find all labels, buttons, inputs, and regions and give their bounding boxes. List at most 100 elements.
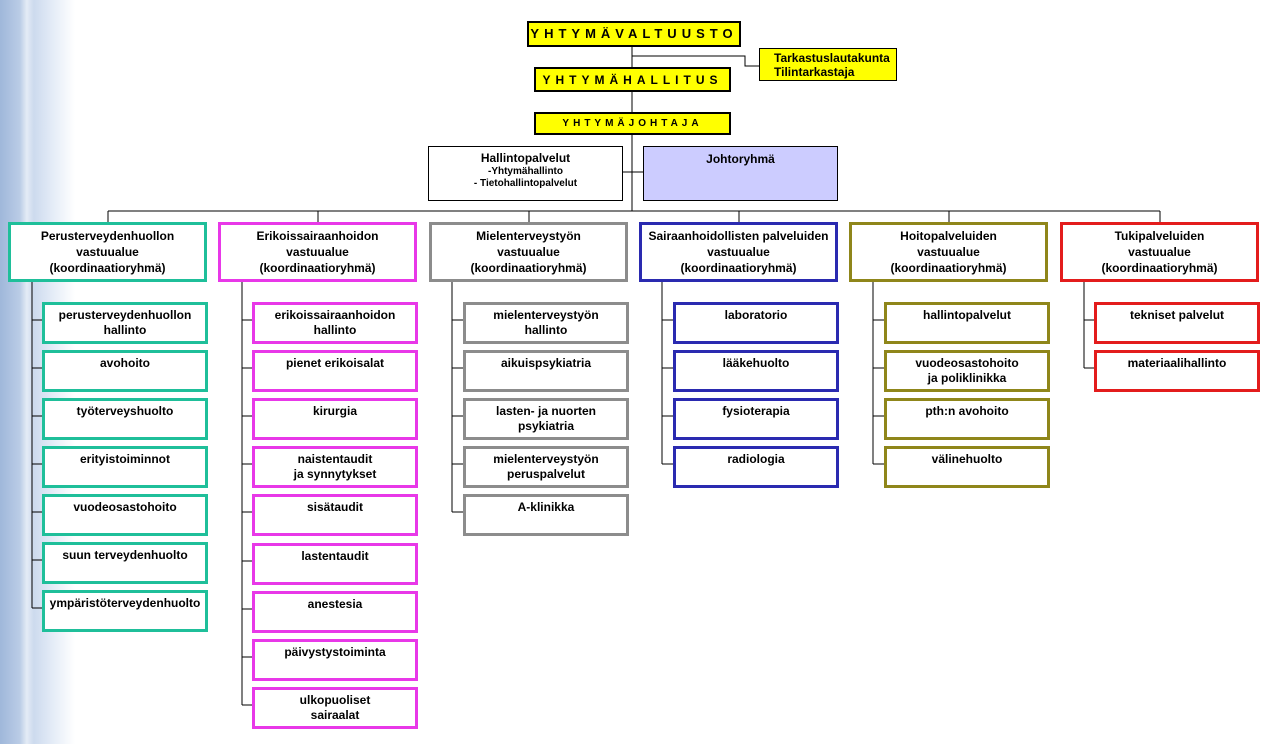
unit-label: aikuispsykiatria (500, 356, 592, 370)
unit-label: välinehuolto (931, 452, 1003, 466)
admin-services-box: Hallintopalvelut -Yhtymähallinto - Tieto… (428, 146, 623, 201)
unit-label-line2: hallinto (103, 323, 147, 337)
unit-label: lääkehuolto (722, 356, 790, 370)
unit-box: perusterveydenhuollon hallinto (42, 302, 208, 344)
audit-label-1: Tarkastuslautakunta (774, 50, 890, 65)
unit-box: avohoito (42, 350, 208, 392)
unit-label: pienet erikoisalat (285, 356, 385, 370)
area-title: Perusterveydenhuollon (40, 229, 175, 243)
unit-label-line2: peruspalvelut (506, 467, 586, 481)
unit-label-line2: hallinto (524, 323, 568, 337)
area-note: (koordinaatioryhmä) (470, 261, 587, 275)
area-note: (koordinaatioryhmä) (259, 261, 376, 275)
area-title: Mielenterveystyön (476, 229, 581, 243)
area-subtitle: vastuualue (497, 245, 560, 259)
area-subtitle: vastuualue (286, 245, 349, 259)
area-box-support-services: Tukipalveluiden vastuualue (koordinaatio… (1060, 222, 1259, 282)
director-box: YHTYMÄJOHTAJA (534, 112, 731, 135)
unit-box: naistentaudit ja synnytykset (252, 446, 418, 488)
audit-label-2: Tilintarkastaja (774, 64, 855, 79)
area-subtitle: vastuualue (1128, 245, 1191, 259)
unit-box: kirurgia (252, 398, 418, 440)
unit-label-line2: psykiatria (517, 419, 575, 433)
area-title: Erikoissairaanhoidon (256, 229, 379, 243)
unit-box: sisätaudit (252, 494, 418, 536)
unit-box: ulkopuoliset sairaalat (252, 687, 418, 729)
area-box-nursing-services: Sairaanhoidollisten palveluiden vastuual… (639, 222, 838, 282)
unit-label-line2: ja poliklinikka (927, 371, 1007, 385)
area-note: (koordinaatioryhmä) (49, 261, 166, 275)
board-label: YHTYMÄHALLITUS (542, 72, 723, 87)
council-label: YHTYMÄVALTUUSTO (530, 26, 738, 41)
unit-label-line2: ja synnytykset (293, 467, 377, 481)
unit-label: päivystystoiminta (284, 645, 386, 659)
unit-label-line2: hallinto (313, 323, 357, 337)
unit-box: vuodeosastohoito (42, 494, 208, 536)
unit-label: avohoito (100, 356, 150, 370)
audit-box: Tarkastuslautakunta Tilintarkastaja (759, 48, 897, 81)
unit-box: päivystystoiminta (252, 639, 418, 681)
unit-label: sisätaudit (306, 500, 363, 514)
unit-box: materiaalihallinto (1094, 350, 1260, 392)
area-note: (koordinaatioryhmä) (680, 261, 797, 275)
unit-label: suun terveydenhuolto (62, 548, 188, 562)
unit-label: radiologia (727, 452, 785, 466)
unit-label: vuodeosastohoito (915, 356, 1019, 370)
management-group-label: Johtoryhmä (706, 152, 775, 166)
board-box: YHTYMÄHALLITUS (534, 67, 731, 92)
area-subtitle: vastuualue (76, 245, 139, 259)
unit-label: naistentaudit (297, 452, 373, 466)
unit-label: lasten- ja nuorten (495, 404, 596, 418)
unit-box: fysioterapia (673, 398, 839, 440)
management-group-box: Johtoryhmä (643, 146, 838, 201)
area-note: (koordinaatioryhmä) (890, 261, 1007, 275)
audit-connector (632, 55, 760, 67)
unit-label: työterveyshuolto (76, 404, 174, 418)
unit-box: ympäristöterveydenhuolto (42, 590, 208, 632)
area-box-primary-care: Perusterveydenhuollon vastuualue (koordi… (8, 222, 207, 282)
unit-label-line2: sairaalat (310, 708, 360, 722)
unit-box: laboratorio (673, 302, 839, 344)
unit-label: ulkopuoliset (299, 693, 371, 707)
unit-box: lasten- ja nuorten psykiatria (463, 398, 629, 440)
area-title: Sairaanhoidollisten palveluiden (648, 229, 829, 243)
unit-box: lastentaudit (252, 543, 418, 585)
unit-label: hallintopalvelut (922, 308, 1011, 322)
unit-box: lääkehuolto (673, 350, 839, 392)
area-box-mental-health: Mielenterveystyön vastuualue (koordinaat… (429, 222, 628, 282)
unit-box: mielenterveystyön peruspalvelut (463, 446, 629, 488)
unit-label: mielenterveystyön (493, 308, 599, 322)
unit-box: erityistoiminnot (42, 446, 208, 488)
unit-box: pth:n avohoito (884, 398, 1050, 440)
area-title: Tukipalveluiden (1114, 229, 1205, 243)
admin-services-item: - Tietohallintopalvelut (473, 178, 578, 189)
unit-box: vuodeosastohoito ja poliklinikka (884, 350, 1050, 392)
unit-label: vuodeosastohoito (73, 500, 177, 514)
area-box-specialised-care: Erikoissairaanhoidon vastuualue (koordin… (218, 222, 417, 282)
unit-box: erikoissairaanhoidon hallinto (252, 302, 418, 344)
unit-label: erikoissairaanhoidon (274, 308, 396, 322)
unit-box: A-klinikka (463, 494, 629, 536)
unit-box: hallintopalvelut (884, 302, 1050, 344)
council-box: YHTYMÄVALTUUSTO (527, 21, 741, 47)
admin-services-item: -Yhtymähallinto (487, 166, 563, 177)
area-subtitle: vastuualue (917, 245, 980, 259)
unit-box: tekniset palvelut (1094, 302, 1260, 344)
unit-label: A-klinikka (517, 500, 575, 514)
unit-label: perusterveydenhuollon (58, 308, 192, 322)
unit-label: kirurgia (312, 404, 357, 418)
unit-box: välinehuolto (884, 446, 1050, 488)
unit-label: mielenterveystyön (493, 452, 599, 466)
unit-box: radiologia (673, 446, 839, 488)
unit-label: materiaalihallinto (1127, 356, 1227, 370)
area-subtitle: vastuualue (707, 245, 770, 259)
unit-label: laboratorio (724, 308, 788, 322)
unit-box: mielenterveystyön hallinto (463, 302, 629, 344)
unit-label: ympäristöterveydenhuolto (49, 596, 201, 610)
unit-box: työterveyshuolto (42, 398, 208, 440)
area-title: Hoitopalveluiden (900, 229, 997, 243)
unit-label: fysioterapia (722, 404, 790, 418)
unit-label: anestesia (307, 597, 363, 611)
unit-label: lastentaudit (301, 549, 369, 563)
unit-box: suun terveydenhuolto (42, 542, 208, 584)
